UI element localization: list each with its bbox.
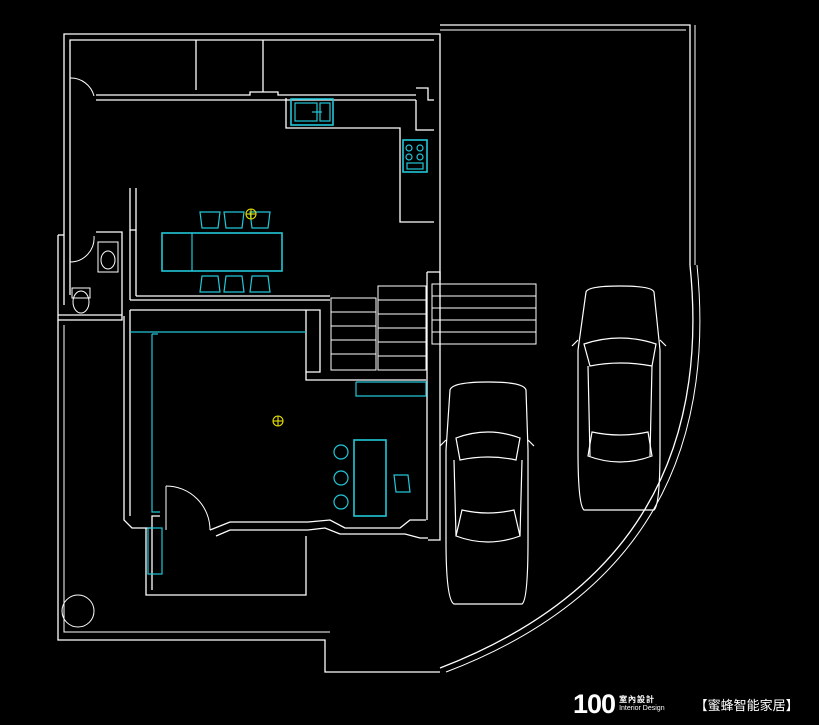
- living-room-walls: [69, 77, 428, 596]
- ceiling-light-icon: [245, 208, 257, 220]
- sink-icon: [290, 98, 334, 126]
- brand-logo-number: 100: [573, 689, 616, 719]
- brand-footer: 100 室內設計 Interior Design 【蜜蜂智能家居】: [573, 690, 799, 718]
- toilet-icon: [71, 287, 91, 314]
- fixtures: [61, 98, 428, 628]
- ceiling-light-icon: [272, 415, 284, 427]
- bar-counter: [333, 439, 411, 517]
- stairs: [305, 283, 537, 381]
- washbasin-icon: [97, 241, 119, 273]
- dining-table: [161, 211, 283, 293]
- brand-logo-text: 室內設計 Interior Design: [619, 695, 665, 713]
- car-icon: [571, 285, 667, 511]
- car-icon: [439, 381, 535, 605]
- door-swing-icon: [165, 485, 211, 531]
- door-swing-icon: [69, 77, 95, 97]
- brand-partner-label: 【蜜蜂智能家居】: [694, 698, 799, 714]
- brand-logo-chinese: 室內設計: [619, 695, 656, 704]
- brand-logo-english: Interior Design: [619, 705, 665, 712]
- door-swing-icon: [69, 235, 95, 263]
- outer-walls: [57, 24, 701, 673]
- stove-icon: [402, 139, 428, 173]
